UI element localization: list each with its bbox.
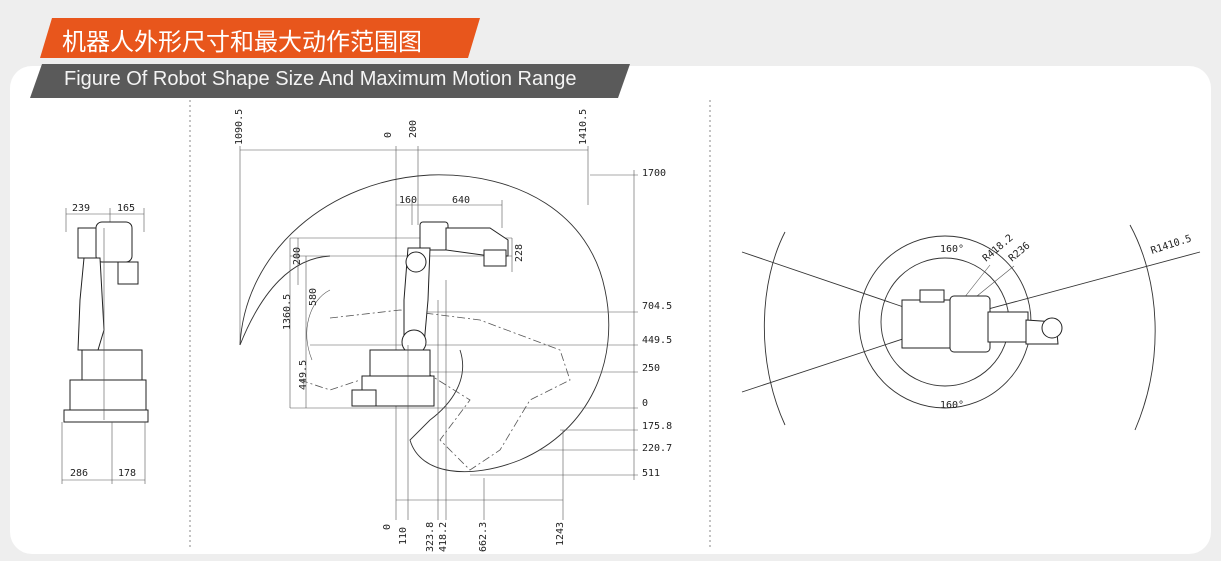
title-tag-cn: 机器人外形尺寸和最大动作范围图 [40, 18, 480, 58]
content-card [10, 66, 1211, 554]
dim-110: 110 [398, 527, 409, 545]
title-tag-en: Figure Of Robot Shape Size And Maximum M… [30, 64, 630, 98]
dim-160: 160 [399, 195, 417, 206]
side-dim-165: 165 [117, 203, 135, 214]
side-view: 239 165 286 178 [61, 203, 149, 484]
side-dim-286: 286 [70, 468, 88, 479]
dim-580: 580 [308, 288, 319, 306]
dim-449-5-right: 449.5 [642, 335, 672, 346]
title-tag-cn-shape [40, 18, 480, 58]
dim-1700: 1700 [642, 168, 666, 179]
dim-right-0: 0 [642, 398, 648, 409]
dim-1410-5: 1410.5 [578, 109, 589, 145]
dim-175-8: 175.8 [642, 421, 672, 432]
dim-228: 228 [514, 244, 525, 262]
dim-704-5: 704.5 [642, 301, 672, 312]
top-view: 160° 160° R418.2 R236 R1410.5 [741, 224, 1201, 431]
dim-200-left: 200 [292, 247, 303, 265]
motion-envelope-inner [239, 255, 331, 346]
dim-bottom-0: 0 [382, 524, 393, 530]
robot-silhouette-top [901, 289, 1063, 353]
side-dim-178: 178 [118, 468, 136, 479]
radius-1410-5: R1410.5 [1150, 233, 1193, 256]
dim-1090-5: 1090.5 [234, 109, 245, 145]
dim-418-2: 418.2 [438, 522, 449, 552]
robot-silhouette-range [351, 221, 509, 407]
dim-511: 511 [642, 468, 660, 479]
dim-top-200: 200 [408, 120, 419, 138]
outer-arc-right [1129, 224, 1156, 431]
range-view: 1090.5 0 200 1410.5 1700 704.5 449.5 250… [234, 109, 672, 552]
page-title-cn: 机器人外形尺寸和最大动作范围图 [62, 28, 422, 56]
dim-640: 640 [452, 195, 470, 206]
outer-arc-left [763, 231, 786, 426]
dim-top-0: 0 [383, 132, 394, 138]
dim-1243: 1243 [555, 522, 566, 546]
dim-250: 250 [642, 363, 660, 374]
side-dim-239: 239 [72, 203, 90, 214]
motion-envelope-outer [239, 174, 610, 473]
angle-160-top: 160° [940, 244, 964, 255]
title-tag-en-shape [30, 64, 630, 98]
angle-160-bottom: 160° [940, 400, 964, 411]
dim-449-5-left: 449.5 [298, 360, 309, 390]
dim-1360-5: 1360.5 [282, 294, 293, 330]
dim-220-7: 220.7 [642, 443, 672, 454]
dim-662-3: 662.3 [478, 522, 489, 552]
dim-323-8: 323.8 [425, 522, 436, 552]
page-title-en: Figure Of Robot Shape Size And Maximum M… [64, 68, 577, 90]
wrist-center-path [329, 309, 571, 471]
